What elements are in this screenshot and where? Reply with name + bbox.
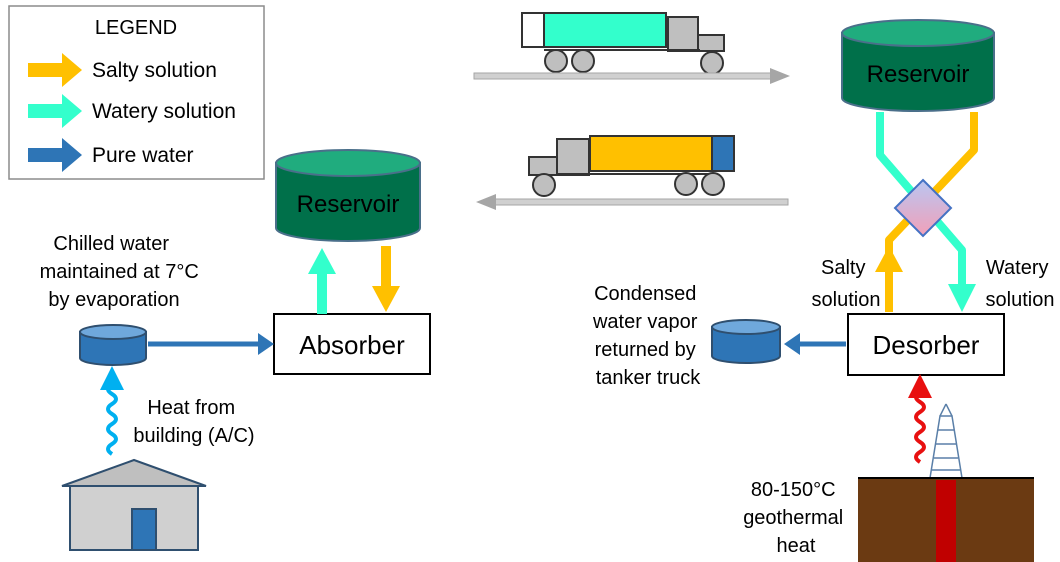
truck-cab-front <box>528 156 558 176</box>
heat-from-building-text: Heat from building (A/C) <box>133 397 254 447</box>
legend-label-watery: Watery solution <box>92 100 236 123</box>
wheel-icon <box>544 49 568 73</box>
geothermal-text: 80-150°C geothermal heat <box>743 479 849 557</box>
tank-end-cap <box>711 135 735 172</box>
watery-solution-text: Watery solution <box>986 257 1055 311</box>
salty-arrow-icon <box>28 53 82 87</box>
pure-water-arrow-right <box>784 333 800 355</box>
salty-solution-text: Salty solution <box>812 257 881 311</box>
tank-salty <box>589 135 713 172</box>
building-icon <box>61 458 207 551</box>
wheel-icon <box>532 173 556 197</box>
building-heat-arrow <box>100 366 124 456</box>
reservoir-right: Reservoir <box>841 19 995 112</box>
legend-item-watery: Watery solution <box>28 94 236 128</box>
road-to-left <box>476 194 789 210</box>
absorber: Absorber <box>273 313 431 375</box>
watery-arrow-up <box>308 248 336 314</box>
salty-arrow-up <box>875 246 903 272</box>
legend-item-pure-water: Pure water <box>28 138 194 172</box>
truck-cab-rear <box>556 138 590 176</box>
desorber-label: Desorber <box>873 330 980 360</box>
door-icon <box>131 508 157 551</box>
heat-arrow-up-icon <box>100 366 124 390</box>
legend-label-salty: Salty solution <box>92 59 217 82</box>
watery-arrow-icon <box>28 94 82 128</box>
geothermal-ground <box>858 477 1034 562</box>
tanker-truck-to-right <box>521 12 725 75</box>
desorber: Desorber <box>847 313 1005 376</box>
road-to-right <box>473 68 790 84</box>
salty-arrow-down <box>372 246 400 312</box>
geothermal-arrow-up-icon <box>908 374 932 398</box>
tanker-truck-to-left <box>528 135 735 197</box>
reservoir-left-label: Reservoir <box>297 191 400 218</box>
chilled-water-tank <box>79 324 147 366</box>
drilling-rig-icon <box>929 403 963 479</box>
absorber-label: Absorber <box>299 330 405 360</box>
heat-exchanger-icon <box>893 178 953 238</box>
pure-water-arrow-icon <box>28 138 82 172</box>
road-arrow-left-icon <box>476 194 496 210</box>
geothermal-heat-arrow <box>908 374 932 464</box>
watery-arrow-down <box>948 284 976 312</box>
chilled-water-text: Chilled water maintained at 7°C by evapo… <box>40 233 205 311</box>
wheel-icon <box>701 172 725 196</box>
condensed-water-text: Condensed water vapor returned by tanker… <box>592 283 703 389</box>
truck-cab-rear <box>667 16 699 52</box>
legend-title: LEGEND <box>95 17 177 39</box>
tank-watery <box>543 12 667 48</box>
pure-water-arrow-left <box>258 333 274 355</box>
wheel-icon <box>674 172 698 196</box>
wheel-icon <box>700 51 724 75</box>
well-icon <box>936 480 956 562</box>
truck-cab-front <box>697 34 725 52</box>
legend: LEGEND Salty solution Watery solution Pu… <box>8 5 265 180</box>
condensed-water-tank <box>711 319 781 364</box>
reservoir-right-label: Reservoir <box>867 61 970 88</box>
legend-item-salty: Salty solution <box>28 53 217 87</box>
tank-end-cap <box>521 12 545 48</box>
reservoir-left: Reservoir <box>275 149 421 242</box>
legend-label-pure-water: Pure water <box>92 144 194 167</box>
road-arrow-right-icon <box>770 68 790 84</box>
wheel-icon <box>571 49 595 73</box>
